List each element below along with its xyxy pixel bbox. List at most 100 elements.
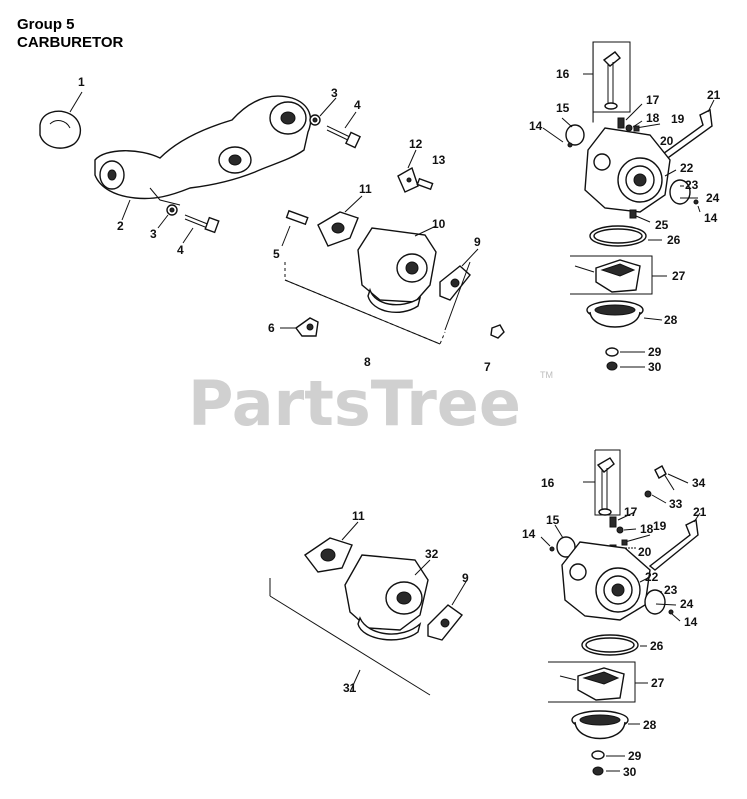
callout-18-lower: 18 — [640, 522, 654, 536]
part-14-plug-upper[interactable] — [567, 142, 573, 148]
callout-26-lower: 26 — [650, 639, 664, 653]
part-27-float[interactable] — [574, 259, 641, 293]
part-6-fitting[interactable] — [295, 317, 319, 337]
part-28-float-bowl-lower[interactable] — [571, 710, 629, 740]
callout-14-lower-left: 14 — [522, 527, 536, 541]
callout-27-lower: 27 — [651, 676, 665, 690]
callout-6: 6 — [268, 321, 275, 335]
part-1-elbow[interactable] — [39, 110, 81, 149]
callout-16-upper: 16 — [556, 67, 570, 81]
callout-24-upper: 24 — [706, 191, 720, 205]
callout-24-lower: 24 — [680, 597, 694, 611]
callout-14-upper-left: 14 — [529, 119, 543, 133]
part-19-screw-lower[interactable] — [621, 534, 651, 546]
part-25-jet[interactable] — [629, 209, 637, 219]
part-19-screw[interactable] — [633, 123, 661, 132]
callout-30-lower: 30 — [623, 765, 637, 779]
callout-7: 7 — [484, 360, 491, 374]
watermark-text: PartsTree — [188, 367, 521, 440]
callout-32: 32 — [425, 547, 439, 561]
part-5-pin[interactable] — [285, 209, 309, 226]
callout-1: 1 — [78, 75, 85, 89]
part-15-diaphragm-lower[interactable] — [556, 536, 576, 558]
part-29-washer-lower[interactable] — [591, 750, 605, 760]
part-21-throttle-shaft-lower[interactable] — [648, 518, 699, 571]
callout-3-upper: 3 — [331, 86, 338, 100]
callout-27-upper: 27 — [672, 269, 686, 283]
part-30-nut-lower[interactable] — [592, 766, 604, 776]
callout-20-lower: 20 — [638, 545, 652, 559]
callout-18-upper: 18 — [646, 111, 660, 125]
callout-14-upper-right: 14 — [704, 211, 718, 225]
part-30-nut[interactable] — [606, 361, 618, 371]
part-26-gasket[interactable] — [589, 225, 647, 247]
callout-31: 31 — [343, 681, 357, 695]
callout-4-upper: 4 — [354, 98, 361, 112]
callout-17-lower: 17 — [624, 505, 638, 519]
part-7-nut[interactable] — [490, 324, 505, 339]
part-9-gasket-lower[interactable] — [427, 604, 464, 641]
part-29-washer[interactable] — [605, 347, 619, 357]
section-title: CARBURETOR — [17, 34, 124, 51]
callout-19-upper: 19 — [671, 112, 685, 126]
callout-11-upper: 11 — [359, 182, 372, 196]
callout-15-lower: 15 — [546, 513, 560, 527]
part-32-carburetor[interactable] — [344, 554, 429, 641]
callout-26-upper: 26 — [667, 233, 681, 247]
part-18-seat-lower[interactable] — [616, 526, 624, 534]
callout-16-lower: 16 — [541, 476, 555, 490]
callout-15-upper: 15 — [556, 101, 570, 115]
part-11-gasket-upper[interactable] — [317, 211, 359, 247]
callout-21-lower: 21 — [693, 505, 707, 519]
part-24-plug[interactable] — [693, 199, 699, 205]
callout-30-upper: 30 — [648, 360, 662, 374]
part-13-screw[interactable] — [416, 177, 434, 191]
callout-28-lower: 28 — [643, 718, 657, 732]
part-4-screw-upper[interactable] — [326, 125, 361, 149]
part-27-float-lower[interactable] — [559, 667, 625, 701]
part-9-gasket-upper[interactable] — [439, 265, 471, 301]
callout-20-upper: 20 — [660, 134, 674, 148]
part-10-carburetor-body[interactable] — [357, 227, 437, 313]
part-17-needle[interactable] — [617, 117, 625, 129]
part-34-screw[interactable] — [654, 465, 675, 491]
part-33-washer[interactable] — [644, 490, 652, 498]
part-3-washer-upper[interactable] — [309, 114, 321, 126]
part-16-float-pin-lower[interactable] — [596, 457, 615, 516]
callout-10: 10 — [432, 217, 446, 231]
callout-13: 13 — [432, 153, 446, 167]
part-15-diaphragm[interactable] — [565, 124, 585, 146]
part-17-needle-lower[interactable] — [609, 516, 617, 528]
callout-21-upper: 21 — [707, 88, 721, 102]
part-4-screw-lower[interactable] — [184, 214, 220, 234]
part-23-diaphragm-lower[interactable] — [644, 589, 666, 615]
callout-29-lower: 29 — [628, 749, 642, 763]
callout-17-upper: 17 — [646, 93, 660, 107]
part-3-washer-lower[interactable] — [166, 204, 178, 216]
part-26-gasket-lower[interactable] — [581, 634, 639, 656]
part-14-plug-lower-left[interactable] — [549, 546, 555, 552]
part-18-seat[interactable] — [625, 124, 633, 132]
callout-8: 8 — [364, 355, 371, 369]
callout-34: 34 — [692, 476, 706, 490]
part-11-gasket-lower[interactable] — [303, 537, 353, 573]
carburetor-body-lower-right[interactable] — [561, 541, 651, 621]
callout-28-upper: 28 — [664, 313, 678, 327]
callout-25: 25 — [655, 218, 669, 232]
part-16-float-pin[interactable] — [602, 51, 621, 110]
part-2-intake-manifold[interactable] — [94, 95, 312, 206]
part-12-bracket[interactable] — [397, 166, 419, 193]
carburetor-body-upper-right[interactable] — [584, 127, 671, 213]
callout-5: 5 — [273, 247, 280, 261]
callout-2: 2 — [117, 219, 124, 233]
callout-23-lower: 23 — [664, 583, 678, 597]
callout-23-upper: 23 — [685, 178, 699, 192]
callout-11-lower: 11 — [352, 509, 365, 523]
part-28-float-bowl[interactable] — [586, 300, 644, 328]
part-14-plug-lower-right[interactable] — [668, 609, 674, 615]
callout-3-lower: 3 — [150, 227, 157, 241]
watermark-trademark: TM — [540, 370, 553, 380]
callout-12: 12 — [409, 137, 423, 151]
callout-9-lower: 9 — [462, 571, 469, 585]
